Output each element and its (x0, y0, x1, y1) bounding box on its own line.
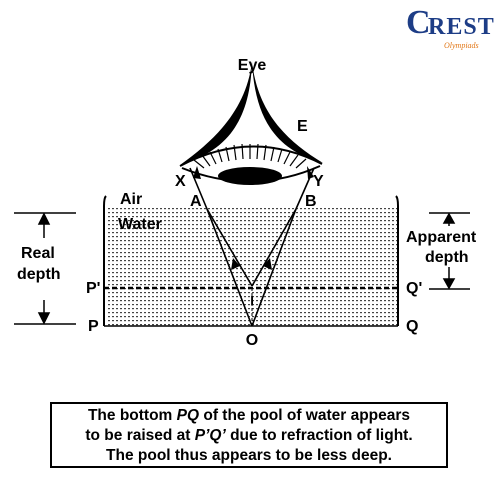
caption-box: The bottom PQ of the pool of water appea… (50, 402, 448, 468)
crest-logo-word: REST (428, 14, 495, 40)
label-real-depth-2: depth (17, 266, 61, 283)
caption-line-1: The bottom PQ of the pool of water appea… (52, 406, 446, 426)
label-water: Water (118, 216, 162, 233)
label-apparent-depth-2: depth (425, 249, 469, 266)
label-q-prime: Q' (406, 280, 422, 297)
ray-arrow-left (231, 258, 240, 270)
caption-text: to be raised at (85, 427, 195, 444)
label-y: Y (313, 173, 324, 190)
label-e: E (297, 118, 308, 135)
label-a: A (190, 193, 202, 210)
label-p: P (88, 318, 99, 335)
crest-logo: C REST Olympiads (406, 4, 494, 56)
eye-drawing (179, 62, 323, 185)
pool-right-wall (395, 195, 399, 326)
label-o: O (246, 332, 258, 349)
label-b: B (305, 193, 317, 210)
crest-logo-tagline: Olympiads (444, 41, 479, 50)
ray-arrow-right-upper (307, 166, 314, 179)
label-i: I (250, 293, 254, 308)
label-apparent-depth-1: Apparent (406, 229, 477, 246)
label-eye: Eye (238, 57, 267, 74)
label-q: Q (406, 318, 418, 335)
label-x: X (175, 173, 186, 190)
light-rays (189, 167, 315, 327)
crest-logo-mark: C (406, 4, 431, 41)
ray-arrow-right (263, 258, 272, 270)
caption-line-3: The pool thus appears to be less deep. (106, 447, 392, 464)
caption-text: of the pool of water appears (199, 407, 411, 424)
label-p-prime: P' (86, 280, 100, 297)
water-body (106, 208, 398, 326)
real-depth-marker (14, 212, 76, 325)
caption-text: due to refraction of light. (225, 427, 413, 444)
caption-line-2: to be raised at P’Q’ due to refraction o… (52, 426, 446, 446)
label-real-depth-1: Real (21, 245, 55, 262)
pool-left-wall (103, 195, 107, 326)
caption-emphasis: P’Q’ (194, 427, 226, 444)
label-air: Air (120, 191, 142, 208)
caption-text: The bottom (87, 407, 177, 424)
ray-arrow-left-upper (193, 166, 201, 179)
apparent-depth-marker (429, 212, 470, 290)
caption-emphasis: PQ (176, 407, 200, 424)
